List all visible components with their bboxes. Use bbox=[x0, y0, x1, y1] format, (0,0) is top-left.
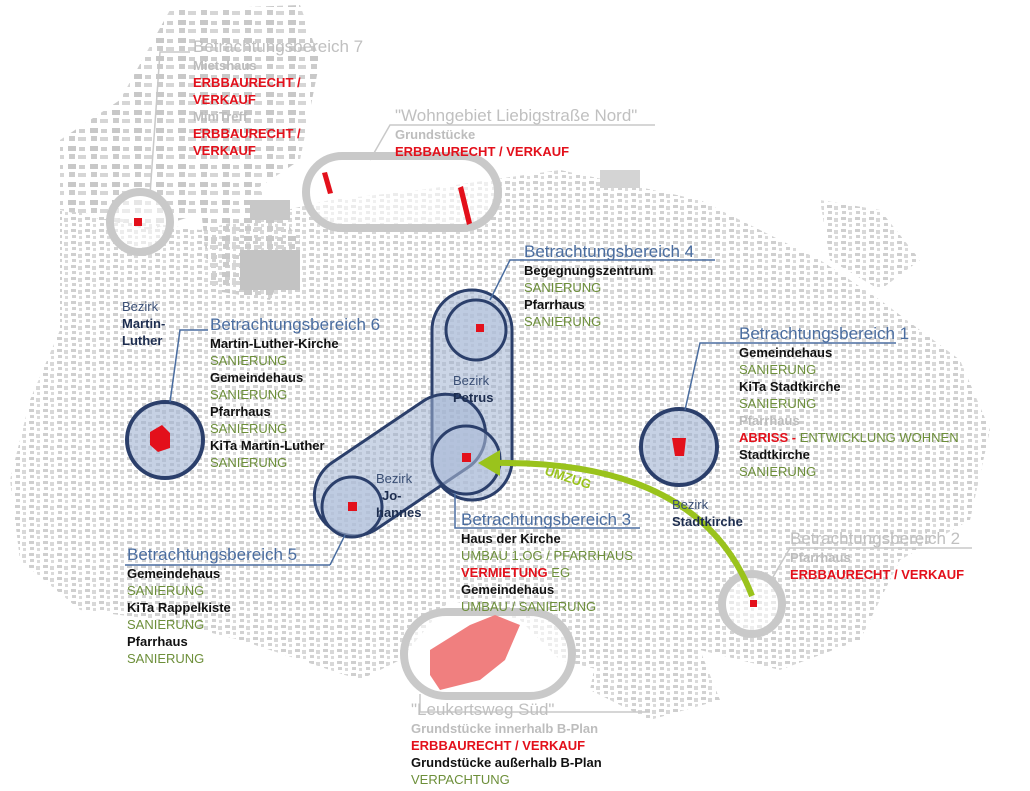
area-6-item-2-name: Gemeindehaus bbox=[210, 370, 304, 385]
area-6-item-2-status: SANIERUNG bbox=[210, 387, 288, 402]
area-1-item-1-status: SANIERUNG bbox=[739, 362, 817, 377]
leukert-title: "Leukertsweg Süd" bbox=[411, 700, 555, 719]
district-johannes: Bezirk Jo- hannes bbox=[376, 470, 422, 521]
area-1-label: Betrachtungsbereich 1 Gemeindehaus SANIE… bbox=[739, 324, 959, 480]
area-6-item-4-name: KiTa Martin-Luther bbox=[210, 438, 325, 453]
area-1-item-4-name: Stadtkirche bbox=[739, 447, 810, 462]
area-6-label: Betrachtungsbereich 6 Martin-Luther-Kirc… bbox=[210, 315, 380, 471]
area-1-item-1-name: Gemeindehaus bbox=[739, 345, 833, 360]
area-1-item-2-status: SANIERUNG bbox=[739, 396, 817, 411]
area-7-label: Betrachtungsbereich 7 Mietshaus ERBBAURE… bbox=[193, 37, 363, 159]
liebig-title: "Wohngebiet Liebigstraße Nord" bbox=[395, 106, 638, 125]
district-johannes-prefix: Bezirk bbox=[376, 471, 413, 486]
area-1-item-3-status-red: ABRISS - bbox=[739, 430, 797, 445]
area-3-label: Betrachtungsbereich 3 Haus der Kirche UM… bbox=[461, 510, 633, 615]
area-4-item-1-status: SANIERUNG bbox=[524, 280, 602, 295]
area-1-item-4-status: SANIERUNG bbox=[739, 464, 817, 479]
leukert-name-2: Grundstücke außerhalb B-Plan bbox=[411, 755, 602, 770]
district-johannes-name-2: hannes bbox=[376, 505, 422, 520]
district-petrus-name: Petrus bbox=[453, 390, 494, 405]
district-martin-luther-name-2: Luther bbox=[122, 333, 163, 348]
area-4-item-2-status: SANIERUNG bbox=[524, 314, 602, 329]
active-areas bbox=[125, 288, 719, 539]
area-3-item-1-name: Haus der Kirche bbox=[461, 531, 561, 546]
leukert-parcels bbox=[430, 615, 520, 690]
leukert-name-1: Grundstücke innerhalb B-Plan bbox=[411, 721, 599, 736]
area-1-item-3-status-row: ABRISS - ENTWICKLUNG WOHNEN bbox=[739, 429, 959, 446]
area-6-title: Betrachtungsbereich 6 bbox=[210, 315, 381, 334]
area-2-name: Pfarrhaus bbox=[790, 550, 851, 565]
area-7-item-1-name: Mietshaus bbox=[193, 58, 257, 73]
area-6-item-1-status: SANIERUNG bbox=[210, 353, 288, 368]
area-6-item-1-name: Martin-Luther-Kirche bbox=[210, 336, 339, 351]
umzug-arrow bbox=[478, 450, 755, 598]
district-johannes-name-1: Jo- bbox=[382, 488, 402, 503]
area-3-item-3-name: Gemeindehaus bbox=[461, 582, 555, 597]
area-5-item-2-name: KiTa Rappelkiste bbox=[127, 600, 231, 615]
area-2-title: Betrachtungsbereich 2 bbox=[790, 529, 961, 548]
area-4-item-2-name: Pfarrhaus bbox=[524, 297, 585, 312]
leukert-label: "Leukertsweg Süd" Grundstücke innerhalb … bbox=[411, 700, 602, 788]
area-1-item-3-status: ENTWICKLUNG WOHNEN bbox=[799, 430, 959, 445]
liebig-status: ERBBAURECHT / VERKAUF bbox=[395, 144, 570, 159]
area-leaders bbox=[125, 259, 896, 566]
area-1-item-3-name: Pfarrhaus bbox=[739, 413, 800, 428]
area-4-label: Betrachtungsbereich 4 Begegnungszentrum … bbox=[524, 242, 694, 330]
liebig-name: Grundstücke bbox=[395, 127, 476, 142]
area-6-item-3-status: SANIERUNG bbox=[210, 421, 288, 436]
area-3-item-2-status: EG bbox=[551, 565, 571, 580]
area-2-status: ERBBAURECHT / VERKAUF bbox=[790, 567, 965, 582]
district-stadtkirche-prefix: Bezirk bbox=[672, 497, 709, 512]
leukert-status-1: ERBBAURECHT / VERKAUF bbox=[411, 738, 586, 753]
district-petrus: Bezirk Petrus bbox=[453, 372, 493, 406]
area-5-item-1-name: Gemeindehaus bbox=[127, 566, 221, 581]
district-petrus-prefix: Bezirk bbox=[453, 373, 490, 388]
district-stadtkirche: Bezirk Stadtkirche bbox=[672, 496, 743, 530]
area-6-item-4-status: SANIERUNG bbox=[210, 455, 288, 470]
area-7-item-2-status: ERBBAURECHT / bbox=[193, 126, 301, 141]
area-5-item-1-status: SANIERUNG bbox=[127, 583, 205, 598]
area-7-title: Betrachtungsbereich 7 bbox=[193, 37, 364, 56]
area-5-label: Betrachtungsbereich 5 Gemeindehaus SANIE… bbox=[127, 545, 297, 667]
area-3-item-1-status: UMBAU 1.OG / PFARRHAUS bbox=[461, 548, 633, 563]
area-7-item-1-status: ERBBAURECHT / bbox=[193, 75, 301, 90]
area-1-item-2-name: KiTa Stadtkirche bbox=[739, 379, 841, 394]
district-martin-luther: Bezirk Martin- Luther bbox=[122, 298, 165, 349]
highlighted-buildings bbox=[134, 172, 757, 607]
area-5-title: Betrachtungsbereich 5 bbox=[127, 545, 298, 564]
leukert-status-2: VERPACHTUNG bbox=[411, 772, 510, 787]
area-4-title: Betrachtungsbereich 4 bbox=[524, 242, 695, 261]
area-3-item-2-status-row: VERMIETUNG EG bbox=[461, 564, 633, 581]
area-2-label: Betrachtungsbereich 2 Pfarrhaus ERBBAURE… bbox=[790, 529, 964, 583]
district-martin-luther-name-1: Martin- bbox=[122, 316, 166, 331]
area-5-item-3-status: SANIERUNG bbox=[127, 651, 205, 666]
area-4-item-1-name: Begegnungszentrum bbox=[524, 263, 654, 278]
area-5-item-2-status: SANIERUNG bbox=[127, 617, 205, 632]
area-3-title: Betrachtungsbereich 3 bbox=[461, 510, 632, 529]
area-7-item-2-name: MiniTreff bbox=[193, 109, 248, 124]
area-7-item-1-status-2: VERKAUF bbox=[193, 92, 256, 107]
area-1-title: Betrachtungsbereich 1 bbox=[739, 324, 910, 343]
area-7-item-2-status-2: VERKAUF bbox=[193, 143, 256, 158]
district-martin-luther-prefix: Bezirk bbox=[122, 299, 159, 314]
district-stadtkirche-name: Stadtkirche bbox=[672, 514, 743, 529]
liebig-label: "Wohngebiet Liebigstraße Nord" Grundstüc… bbox=[395, 106, 637, 160]
area-3-item-2-status-red: VERMIETUNG bbox=[461, 565, 548, 580]
area-3-item-3-status: UMBAU / SANIERUNG bbox=[461, 599, 597, 614]
area-5-item-3-name: Pfarrhaus bbox=[127, 634, 188, 649]
inactive-leaders bbox=[149, 51, 972, 713]
area-6-item-3-name: Pfarrhaus bbox=[210, 404, 271, 419]
